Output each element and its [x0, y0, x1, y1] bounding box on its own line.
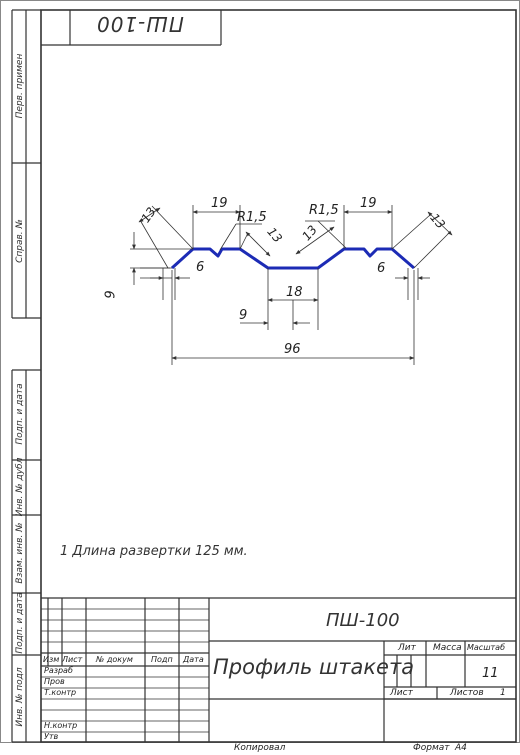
- row-nkontr: Н.контр: [44, 721, 78, 730]
- col-izm: Изм: [43, 655, 60, 664]
- side-label-perv-primen: Перв. примен: [15, 53, 25, 119]
- dim-r15-right: R1,5: [309, 203, 339, 218]
- dim-19-right: 19: [360, 196, 377, 211]
- footer-copied: Копировал: [234, 743, 286, 753]
- dim-18: 18: [286, 285, 303, 300]
- side-label-sprav-no: Справ. №: [15, 219, 25, 263]
- list-label: Лист: [390, 688, 413, 698]
- inner-frame: [40, 9, 517, 743]
- listov-label: Листов: [450, 688, 484, 698]
- lit-label: Лит: [398, 643, 416, 653]
- side-strip: [11, 9, 41, 743]
- side-label-inv-podl: Инв. № подл: [15, 667, 25, 727]
- dim-r15-left: R1,5: [237, 210, 267, 225]
- listov-value: 1: [500, 688, 506, 698]
- masshtab-label: Масштаб: [467, 643, 506, 652]
- col-podp: Подп: [151, 655, 173, 664]
- row-razrab: Разраб: [44, 666, 73, 675]
- title-block-title: Профиль штакета: [213, 655, 415, 679]
- dim-19-left: 19: [211, 196, 228, 211]
- title-block-designation: ПШ-100: [326, 610, 400, 631]
- top-stamp-box: [41, 10, 222, 46]
- col-data: Дата: [183, 655, 204, 664]
- footer-format-label: Формат: [413, 743, 450, 753]
- profile-line: [170, 247, 415, 270]
- row-prov: Пров: [44, 677, 65, 686]
- footer-format-value: А4: [455, 743, 467, 753]
- col-dokum: № докум: [96, 655, 133, 664]
- dim-9-height: 9: [103, 290, 119, 299]
- scale-value: 11: [482, 666, 499, 681]
- top-stamp-designation: ПШ-100: [96, 12, 184, 36]
- dim-9-bottom: 9: [239, 308, 248, 323]
- unfold-length-note: 1 Длина развертки 125 мм.: [60, 544, 248, 559]
- col-list: Лист: [62, 655, 83, 664]
- dimension-lines: [130, 205, 453, 365]
- dim-96: 96: [284, 342, 301, 357]
- title-block-grid: [41, 597, 516, 742]
- dim-6-left: 6: [196, 260, 205, 275]
- row-utv: Утв: [44, 732, 59, 741]
- dim-6-right: 6: [377, 261, 386, 276]
- row-tkontr: Т.контр: [44, 688, 77, 697]
- massa-label: Масса: [433, 643, 462, 653]
